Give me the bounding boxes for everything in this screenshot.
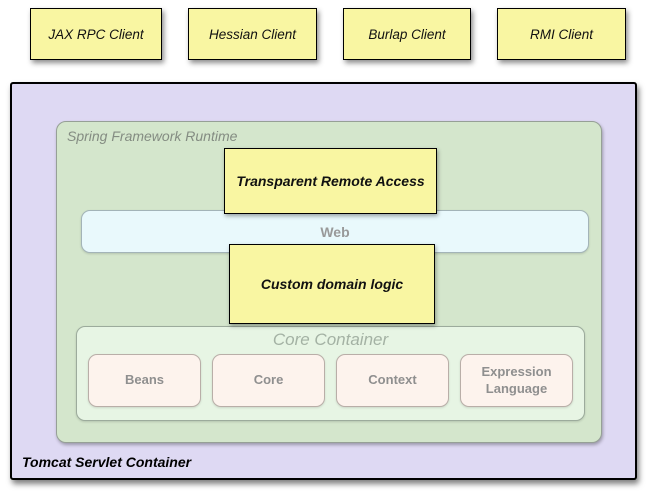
client-box-label: JAX RPC Client — [48, 26, 144, 42]
core-container-box: Core Container Beans Core Context Expres… — [76, 326, 585, 421]
client-box-burlap: Burlap Client — [343, 8, 471, 60]
transparent-remote-access-box: Transparent Remote Access — [224, 148, 437, 214]
custom-domain-logic-box: Custom domain logic — [229, 244, 435, 324]
module-context: Context — [336, 354, 449, 407]
client-box-label: Burlap Client — [368, 26, 446, 42]
module-label: Context — [368, 372, 417, 388]
module-core: Core — [212, 354, 325, 407]
module-beans: Beans — [88, 354, 201, 407]
module-label: Expression Language — [481, 364, 552, 396]
core-container-title: Core Container — [272, 330, 389, 349]
client-box-label: Hessian Client — [208, 26, 297, 42]
client-box-hessian: Hessian Client — [188, 8, 317, 60]
module-expression-language: Expression Language — [460, 354, 573, 407]
transparent-remote-access-label: Transparent Remote Access — [236, 173, 425, 189]
runtime-title: Spring Framework Runtime — [67, 128, 238, 144]
core-modules-row: Beans Core Context Expression Language — [88, 354, 573, 407]
client-box-rmi: RMI Client — [497, 8, 626, 60]
client-box-jax-rpc: JAX RPC Client — [30, 8, 162, 60]
web-layer-label: Web — [320, 223, 350, 240]
client-box-label: RMI Client — [529, 26, 593, 42]
spring-framework-runtime-box: Spring Framework Runtime Web Transparent… — [56, 121, 602, 443]
module-label: Core — [253, 372, 284, 388]
module-label: Beans — [124, 372, 165, 388]
tomcat-servlet-container-box: Spring Framework Runtime Web Transparent… — [10, 82, 637, 480]
custom-domain-logic-label: Custom domain logic — [260, 276, 404, 292]
tomcat-container-title: Tomcat Servlet Container — [22, 454, 192, 470]
